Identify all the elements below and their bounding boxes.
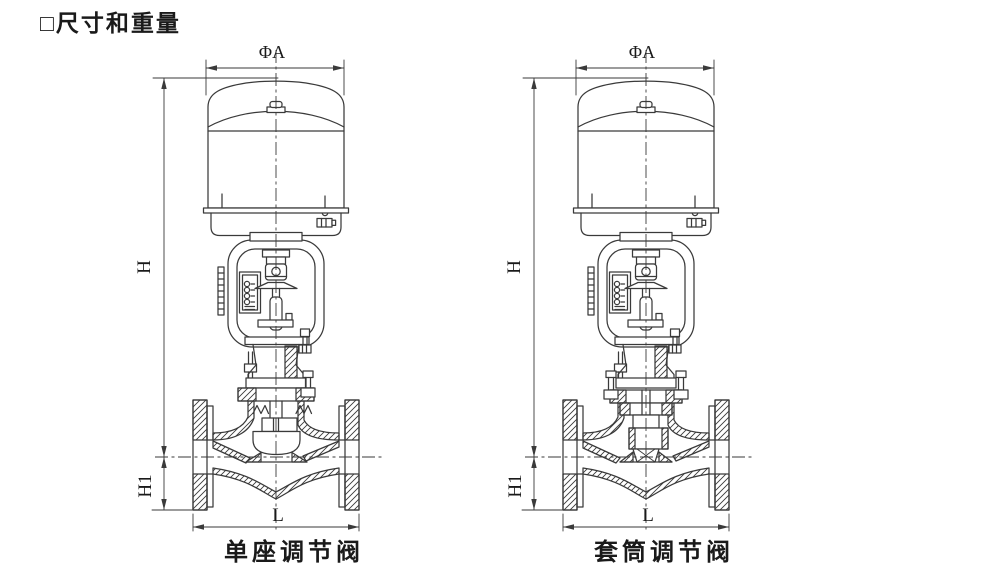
caption-sleeve-valve: 套筒调节阀 (594, 538, 734, 566)
sleeve-trim (619, 389, 673, 463)
sleeve-valve-figure: ΦA H H1 L 套筒调节阀 (504, 42, 755, 566)
dim-label-h1-left: H1 (135, 474, 156, 497)
caption-single-seat-valve: 单座调节阀 (224, 538, 364, 566)
dim-label-h-left: H (134, 260, 155, 274)
dim-label-phi-a-right: ΦA (629, 42, 655, 62)
dim-label-h1-right: H1 (505, 474, 526, 497)
dim-label-l-left: L (272, 505, 284, 526)
single-seat-trim (245, 400, 313, 463)
dim-label-h-right: H (504, 260, 525, 274)
centerlines-right (525, 50, 755, 532)
centerlines-left (155, 50, 385, 532)
single-seat-plug (252, 430, 301, 456)
sleeve-valve-body (562, 370, 730, 511)
page-title: □尺寸和重量 (40, 10, 181, 36)
sleeve-dimensions (521, 59, 730, 532)
single-seat-dimensions (151, 59, 360, 532)
dim-label-phi-a-left: ΦA (259, 42, 285, 62)
dim-label-l-right: L (642, 505, 654, 526)
single-seat-valve-figure: ΦA H H1 L 单座调节阀 (134, 42, 385, 566)
